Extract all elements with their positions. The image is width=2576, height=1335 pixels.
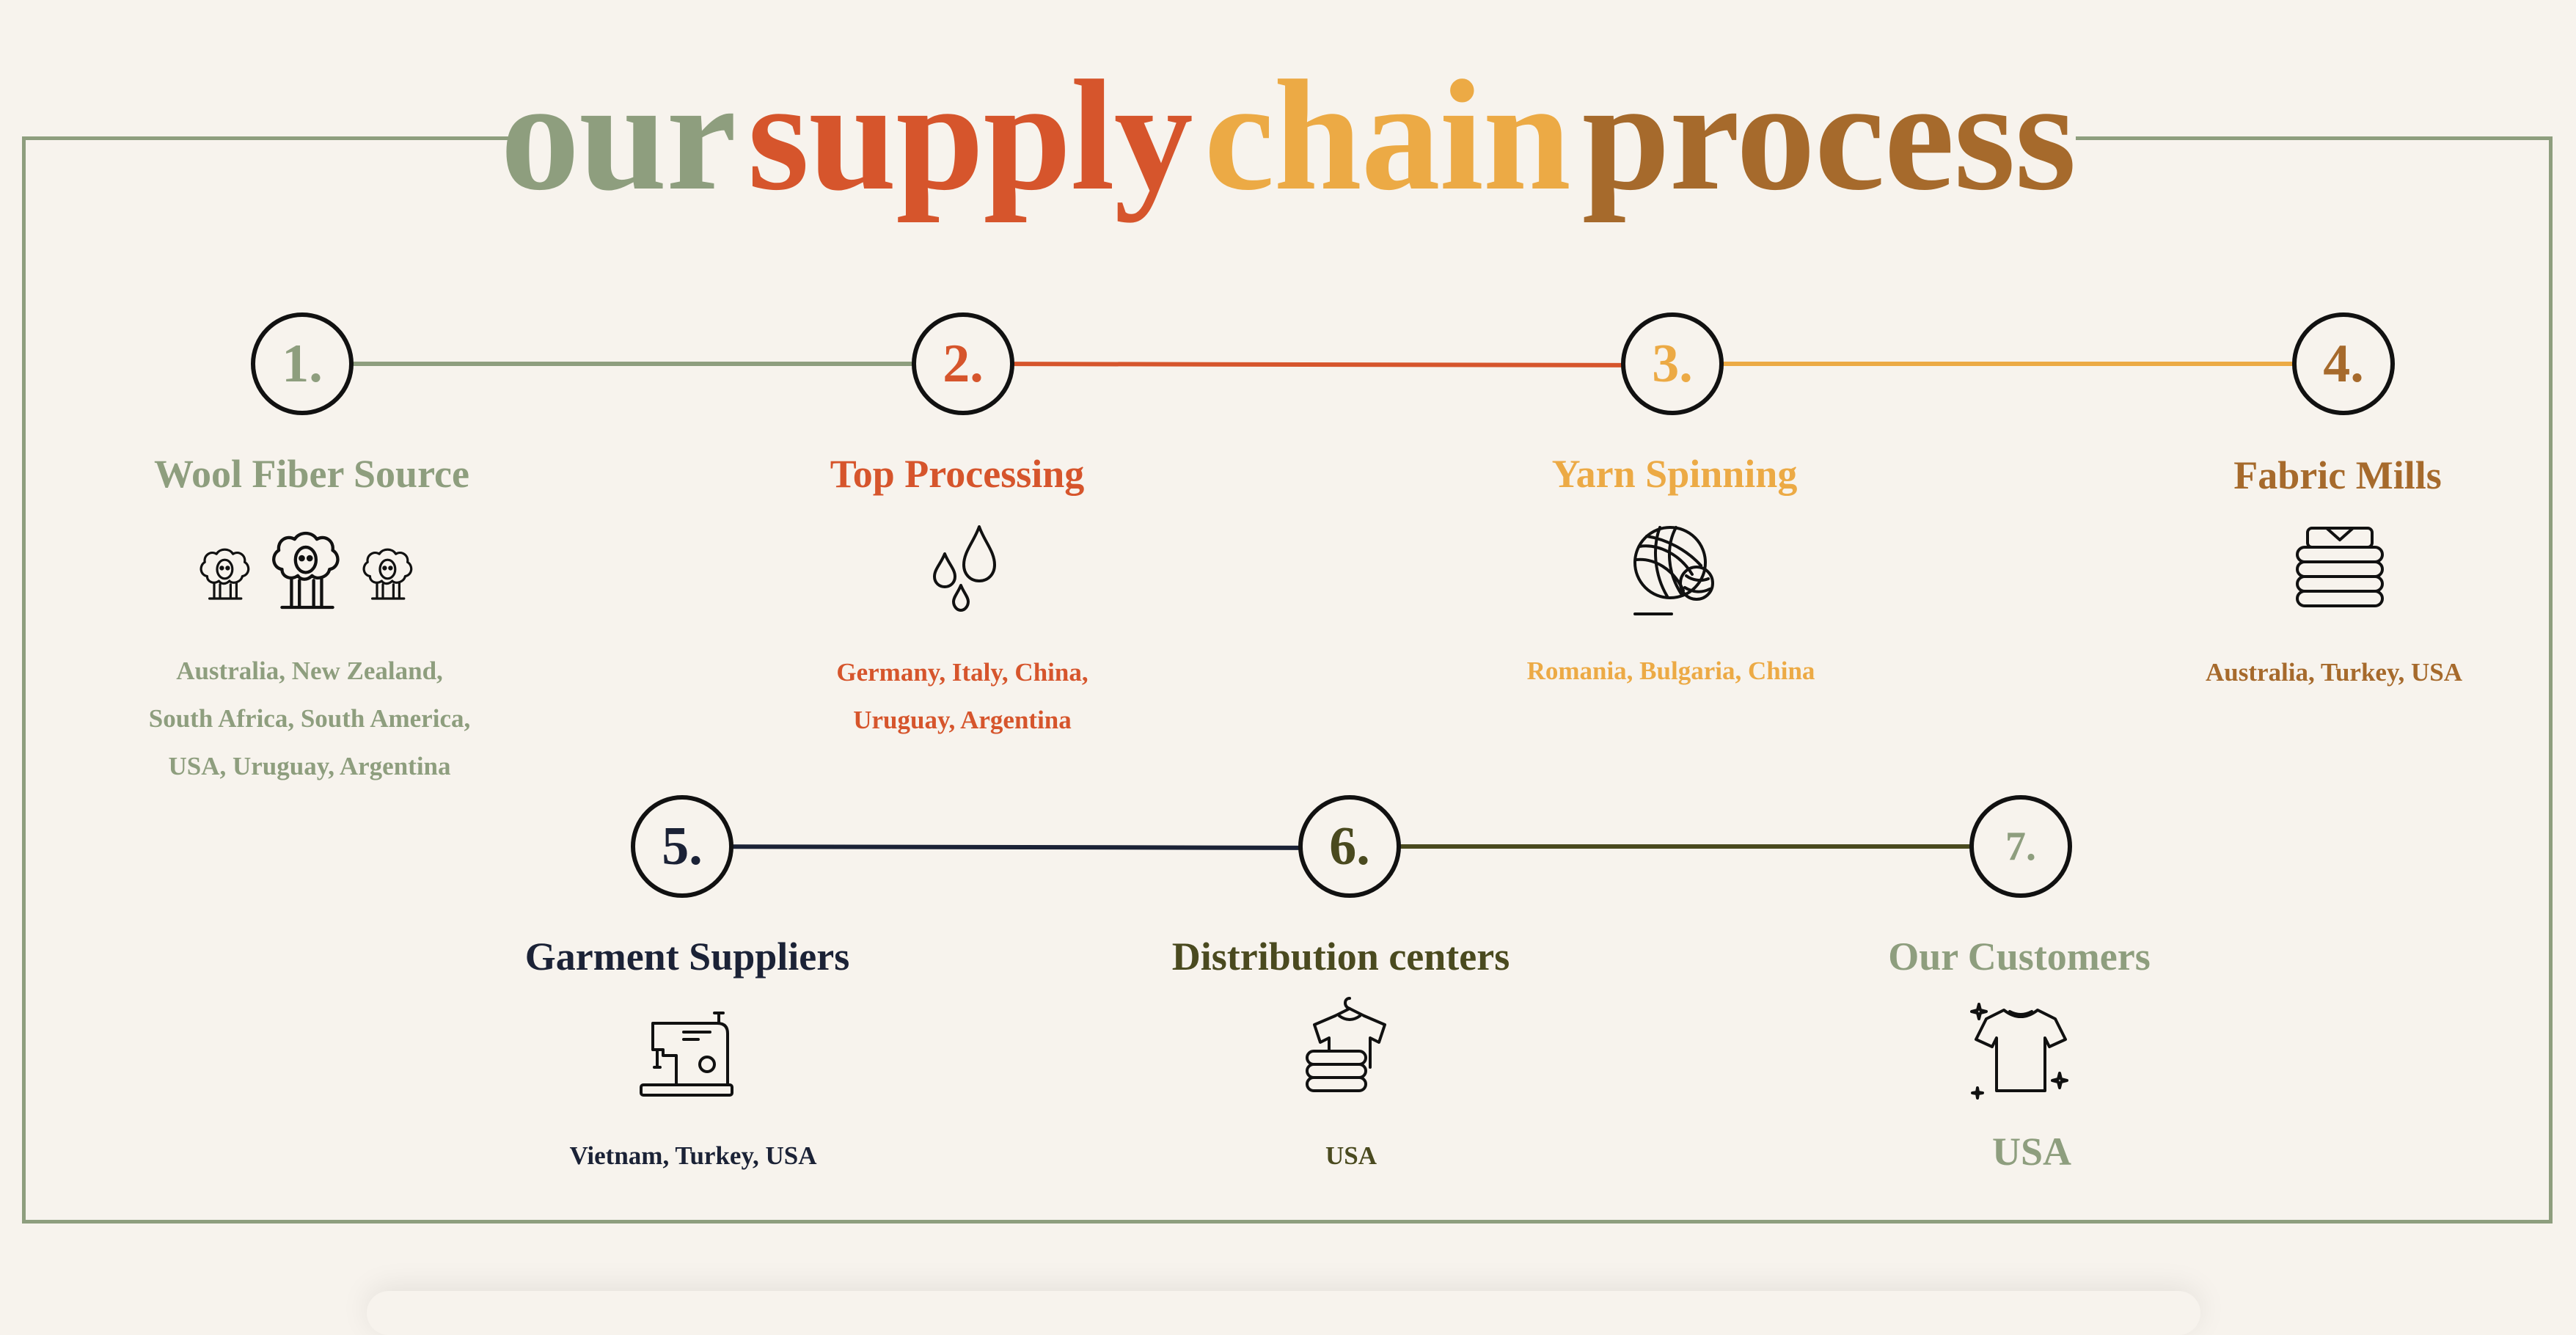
sewing-machine-icon (640, 1012, 733, 1097)
title-mask (517, 66, 2076, 213)
step-5-circle: 5. (631, 795, 733, 898)
step-2-number: 2. (943, 333, 984, 394)
step-7-circle: 7. (1969, 795, 2072, 898)
folded-fabric-icon (2296, 527, 2384, 607)
location-line: USA, Uruguay, Argentina (168, 752, 451, 780)
bottom-shadow (367, 1291, 2200, 1335)
step-5-locations: Vietnam, Turkey, USA (436, 1132, 950, 1179)
step-6-locations: USA (1094, 1132, 1608, 1179)
step-4-title: Fabric Mills (2233, 453, 2442, 497)
step-1-locations: Australia, New Zealand, South Africa, So… (53, 647, 566, 790)
yarn-ball-icon (1633, 526, 1714, 615)
title-word-process: process (1581, 48, 2076, 223)
step-3-title: Yarn Spinning (1551, 452, 1798, 496)
step-6-circle: 6. (1298, 795, 1401, 898)
connector-5-6 (681, 844, 1350, 850)
location-line: Romania, Bulgaria, China (1526, 656, 1815, 685)
step-4-circle: 4. (2292, 312, 2395, 415)
location-line: Germany, Italy, China, (836, 658, 1088, 687)
step-3-locations: Romania, Bulgaria, China (1414, 647, 1928, 695)
location-line: USA (1325, 1141, 1377, 1170)
step-2-locations: Germany, Italy, China, Uruguay, Argentin… (706, 648, 1219, 744)
step-3-circle: 3. (1621, 312, 1724, 415)
step-2-title: Top Processing (830, 452, 1085, 496)
title-word-our: our (500, 48, 736, 223)
location-line: Uruguay, Argentina (853, 706, 1072, 734)
shirt-stack-icon (1306, 997, 1386, 1092)
sheep-icon (200, 531, 413, 610)
location-line: USA (1991, 1130, 2072, 1174)
step-4-locations: Australia, Turkey, USA (2077, 648, 2576, 696)
location-line: Australia, New Zealand, (176, 656, 443, 685)
step-1-circle: 1. (251, 312, 354, 415)
title-word-supply: supply (747, 48, 1193, 223)
location-line: Australia, Turkey, USA (2205, 658, 2463, 687)
page-title: oursupplychainprocess (0, 40, 2576, 231)
connector-2-3 (962, 362, 1673, 367)
title-word-chain: chain (1204, 48, 1571, 223)
step-7-title: Our Customers (1888, 934, 2151, 979)
step-4-number: 4. (2323, 333, 2364, 394)
water-drops-icon (933, 525, 996, 612)
step-1-title: Wool Fiber Source (154, 452, 469, 496)
location-line: South Africa, South America, (148, 704, 471, 733)
step-1-number: 1. (282, 333, 323, 394)
step-6-number: 6. (1329, 816, 1370, 877)
step-5-number: 5. (662, 816, 703, 877)
location-line: Vietnam, Turkey, USA (569, 1141, 817, 1170)
tshirt-sparkle-icon (1970, 1003, 2068, 1100)
step-2-circle: 2. (912, 312, 1014, 415)
step-3-number: 3. (1652, 333, 1693, 394)
step-7-locations: USA (1775, 1128, 2288, 1176)
step-5-title: Garment Suppliers (524, 934, 850, 979)
step-7-number: 7. (2005, 824, 2036, 869)
step-6-title: Distribution centers (1171, 934, 1510, 979)
